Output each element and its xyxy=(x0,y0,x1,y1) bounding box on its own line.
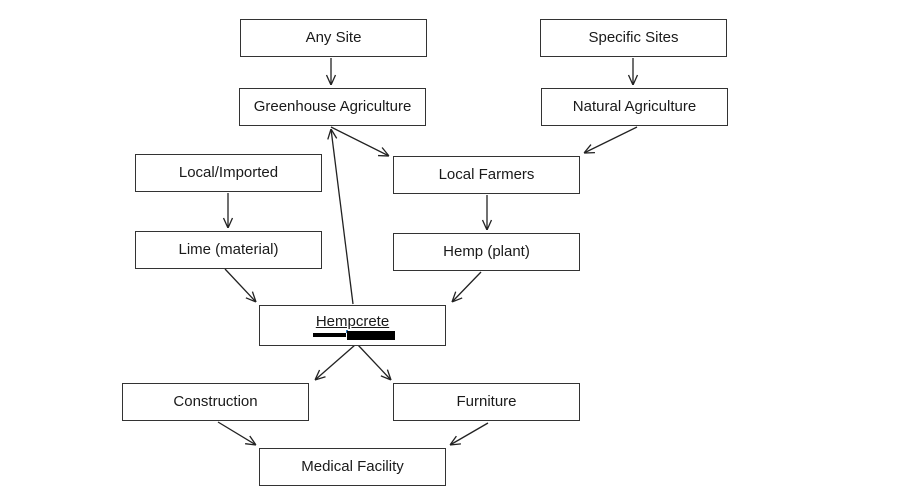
node-furniture[interactable]: Furniture xyxy=(393,383,580,421)
node-construction[interactable]: Construction xyxy=(122,383,309,421)
edge-greenhouse-agriculture-to-local-farmers xyxy=(330,126,389,156)
node-local-imported[interactable]: Local/Imported xyxy=(135,154,322,192)
node-local-imported-label: Local/Imported xyxy=(178,163,279,181)
node-greenhouse-agriculture[interactable]: Greenhouse Agriculture xyxy=(239,88,426,126)
node-lime-material[interactable]: Lime (material) xyxy=(135,231,322,269)
node-local-farmers[interactable]: Local Farmers xyxy=(393,156,580,194)
node-hempcrete-label: Hempcrete xyxy=(315,313,390,330)
node-specific-sites[interactable]: Specific Sites xyxy=(540,19,727,57)
edge-hemp-plant-to-hempcrete xyxy=(452,271,482,302)
edge-hempcrete-to-construction xyxy=(315,344,356,380)
edge-hempcrete-to-greenhouse-agriculture xyxy=(331,129,354,305)
node-hemp-plant[interactable]: Hemp (plant) xyxy=(393,233,580,271)
node-furniture-label: Furniture xyxy=(456,392,517,410)
node-medical-facility[interactable]: Medical Facility xyxy=(259,448,446,486)
edge-hempcrete-to-furniture xyxy=(357,344,391,380)
node-construction-label: Construction xyxy=(173,392,258,410)
redaction-bar-right xyxy=(347,331,395,340)
node-specific-sites-label: Specific Sites xyxy=(588,28,679,46)
edge-natural-agriculture-to-local-farmers xyxy=(584,126,638,153)
redaction-bar-left xyxy=(313,333,346,337)
node-natural-agriculture[interactable]: Natural Agriculture xyxy=(541,88,728,126)
node-greenhouse-agriculture-label: Greenhouse Agriculture xyxy=(253,97,412,115)
node-hemp-plant-label: Hemp (plant) xyxy=(443,242,530,260)
node-natural-agriculture-label: Natural Agriculture xyxy=(572,97,697,115)
node-local-farmers-label: Local Farmers xyxy=(438,165,535,183)
edge-lime-material-to-hempcrete xyxy=(224,268,256,302)
edge-furniture-to-medical-facility xyxy=(450,422,489,445)
node-any-site-label: Any Site xyxy=(305,28,362,46)
node-any-site[interactable]: Any Site xyxy=(240,19,427,57)
edge-construction-to-medical-facility xyxy=(217,421,256,445)
node-lime-material-label: Lime (material) xyxy=(178,240,279,258)
node-medical-facility-label: Medical Facility xyxy=(301,457,404,475)
